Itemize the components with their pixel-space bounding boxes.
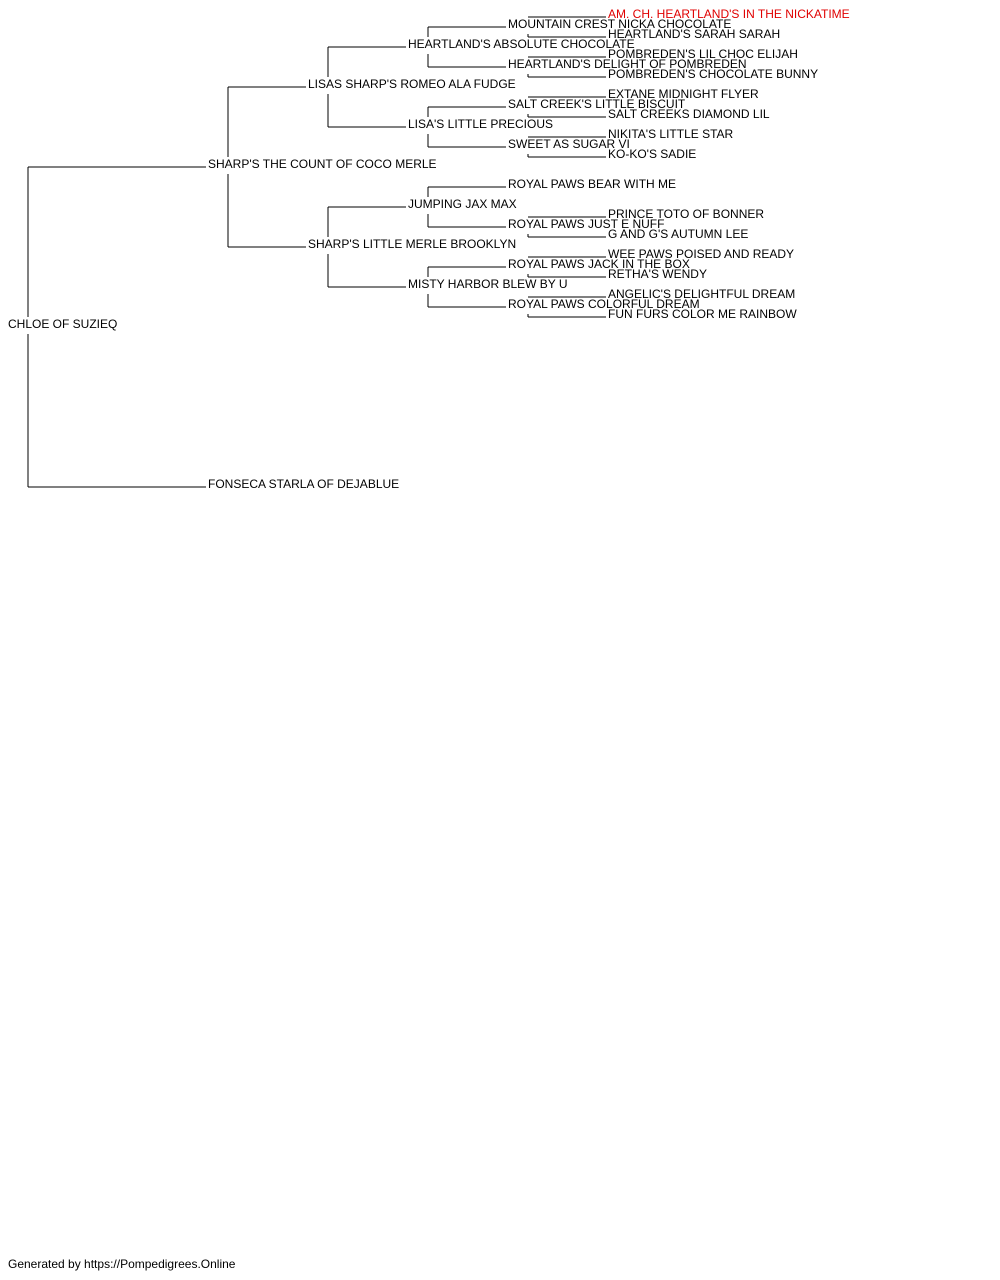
pedigree-name: PRINCE TOTO OF BONNER — [608, 207, 765, 221]
pedigree-name: ROYAL PAWS JUST E NUFF — [508, 217, 665, 231]
pedigree-name: RETHA'S WENDY — [608, 267, 707, 281]
pedigree-name: HEARTLAND'S SARAH SARAH — [608, 27, 781, 41]
pedigree-name: EXTANE MIDNIGHT FLYER — [608, 87, 759, 101]
pedigree-name: FUN FURS COLOR ME RAINBOW — [608, 307, 797, 321]
pedigree-name: LISA'S LITTLE PRECIOUS — [408, 117, 554, 131]
pedigree-name: SHARP'S THE COUNT OF COCO MERLE — [208, 157, 437, 171]
pedigree-name: MISTY HARBOR BLEW BY U — [408, 277, 568, 291]
pedigree-name: SWEET AS SUGAR VI — [508, 137, 630, 151]
pedigree-name: MOUNTAIN CREST NICKA CHOCOLATE — [508, 17, 732, 31]
pedigree-name: POMBREDEN'S CHOCOLATE BUNNY — [608, 67, 819, 81]
pedigree-name: HEARTLAND'S DELIGHT OF POMBREDEN — [508, 57, 747, 71]
pedigree-name: G AND G'S AUTUMN LEE — [608, 227, 749, 241]
pedigree-name: AM. CH. HEARTLAND'S IN THE NICKATIME — [608, 7, 850, 21]
pedigree-name: ROYAL PAWS COLORFUL DREAM — [508, 297, 700, 311]
pedigree-name: ROYAL PAWS JACK IN THE BOX — [508, 257, 690, 271]
pedigree-name: WEE PAWS POISED AND READY — [608, 247, 795, 261]
pedigree-name: SALT CREEK'S LITTLE BISCUIT — [508, 97, 686, 111]
footer-credit: Generated by https://Pompedigrees.Online — [8, 1257, 236, 1271]
pedigree-name: KO-KO'S SADIE — [608, 147, 697, 161]
pedigree-name: HEARTLAND'S ABSOLUTE CHOCOLATE — [408, 37, 635, 51]
pedigree-name: ROYAL PAWS BEAR WITH ME — [508, 177, 677, 191]
pedigree-name: JUMPING JAX MAX — [408, 197, 517, 211]
pedigree-name: FONSECA STARLA OF DEJABLUE — [208, 477, 400, 491]
pedigree-name: NIKITA'S LITTLE STAR — [608, 127, 734, 141]
pedigree-name: ANGELIC'S DELIGHTFUL DREAM — [608, 287, 796, 301]
pedigree-name: LISAS SHARP'S ROMEO ALA FUDGE — [308, 77, 516, 91]
pedigree-name: SHARP'S LITTLE MERLE BROOKLYN — [308, 237, 517, 251]
pedigree-name: CHLOE OF SUZIEQ — [8, 317, 118, 331]
pedigree-name: POMBREDEN'S LIL CHOC ELIJAH — [608, 47, 798, 61]
pedigree-name: SALT CREEKS DIAMOND LIL — [608, 107, 770, 121]
